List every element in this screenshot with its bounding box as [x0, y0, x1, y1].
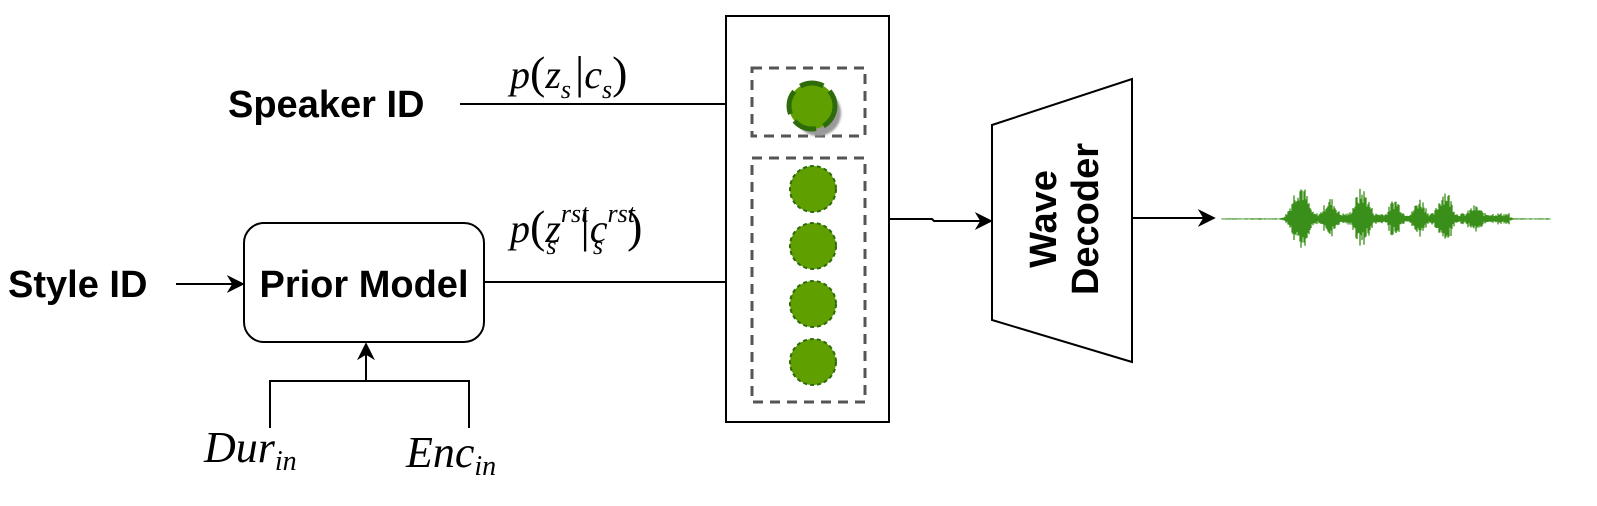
- prior-model-label: Prior Model: [259, 264, 468, 306]
- speaker-distribution-label: p(zs|cs): [507, 47, 627, 104]
- waveform-trace: [1221, 188, 1551, 248]
- style-latent-node: [789, 222, 837, 270]
- wave-decoder-label: Wave Decoder: [1023, 143, 1107, 295]
- prior-inputs-connector: [269, 380, 470, 428]
- dur-in-label: Durin: [203, 423, 297, 477]
- style-latent-node: [789, 165, 837, 213]
- speaker-latent-group: [750, 66, 867, 138]
- output-waveform: [1221, 188, 1551, 248]
- enc-in-label: Encin: [405, 428, 496, 482]
- style-id-label: Style ID: [8, 264, 147, 306]
- style-latent-nodes: [789, 165, 837, 386]
- speaker-latent-node: [786, 80, 838, 132]
- svg-text:Wave: Wave: [1023, 170, 1065, 268]
- wave-decoder-shape: [991, 77, 1133, 364]
- latent-to-decoder-arrow: [889, 212, 993, 230]
- style-latent-node: [789, 280, 837, 328]
- style-latent-group: [750, 156, 867, 404]
- speaker-id-label: Speaker ID: [228, 84, 424, 126]
- svg-text:Decoder: Decoder: [1065, 143, 1107, 295]
- style-latent-node: [789, 338, 837, 386]
